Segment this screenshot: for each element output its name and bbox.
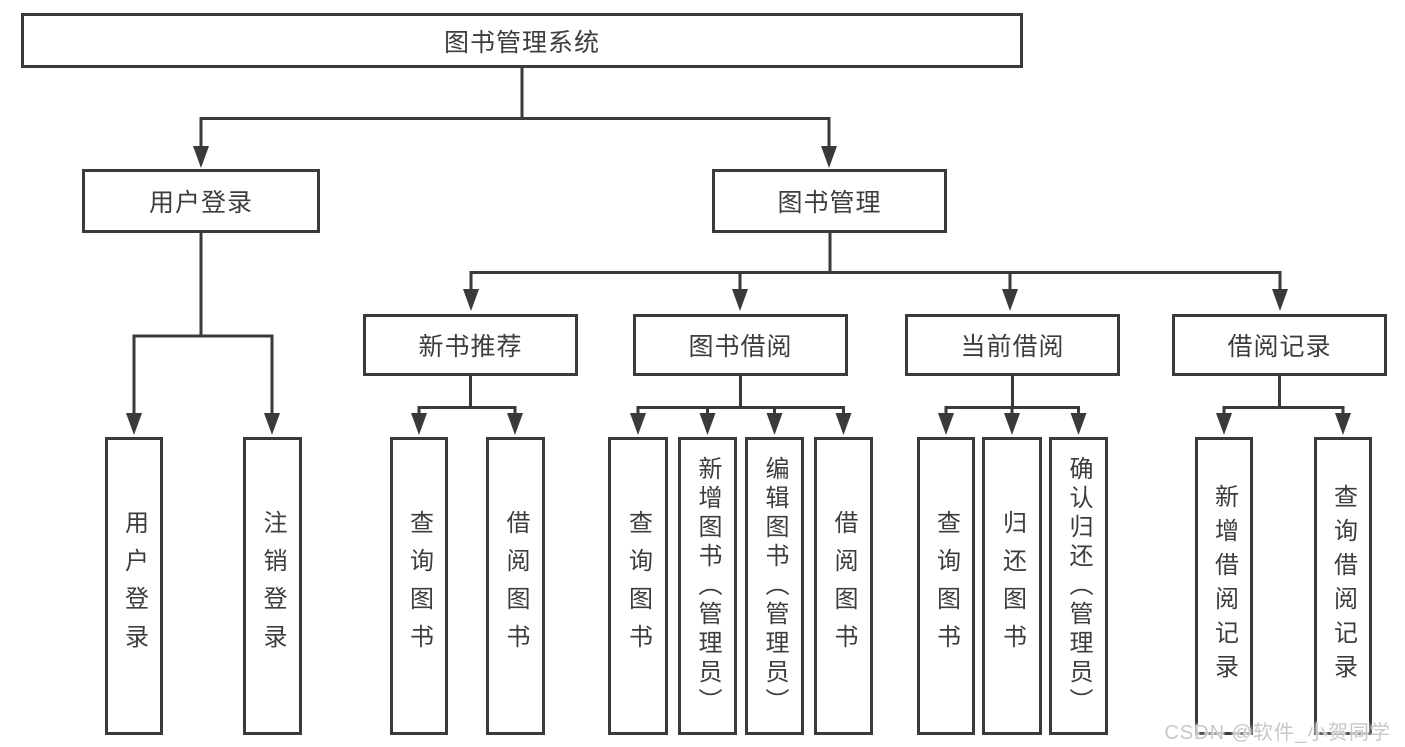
node-root-system: 图书管理系统 (21, 13, 1023, 68)
leaf-bb-add-book-admin: 新增图书（管理员） (678, 437, 737, 735)
leaf-user-login: 用户登录 (105, 437, 163, 735)
leaf-br-query-record: 查询借阅记录 (1314, 437, 1372, 735)
leaf-cb-confirm-return-admin: 确认归还（管理员） (1049, 437, 1108, 735)
node-book-borrow: 图书借阅 (633, 314, 848, 376)
csdn-watermark: CSDN @软件_小贺同学 (1164, 722, 1391, 744)
leaf-cb-query-book: 查询图书 (917, 437, 975, 735)
node-borrow-records: 借阅记录 (1172, 314, 1387, 376)
leaf-rec-query-book: 查询图书 (390, 437, 448, 735)
leaf-cb-return-book: 归还图书 (982, 437, 1042, 735)
leaf-bb-edit-book-admin: 编辑图书（管理员） (745, 437, 804, 735)
leaf-logout: 注销登录 (243, 437, 302, 735)
leaf-br-add-record: 新增借阅记录 (1195, 437, 1253, 735)
leaf-bb-query-book: 查询图书 (608, 437, 668, 735)
leaf-bb-borrow-book: 借阅图书 (814, 437, 873, 735)
node-user-login: 用户登录 (82, 169, 320, 233)
leaf-rec-borrow-book: 借阅图书 (486, 437, 545, 735)
node-new-book-recommend: 新书推荐 (363, 314, 578, 376)
node-book-management: 图书管理 (712, 169, 947, 233)
node-current-borrow: 当前借阅 (905, 314, 1120, 376)
